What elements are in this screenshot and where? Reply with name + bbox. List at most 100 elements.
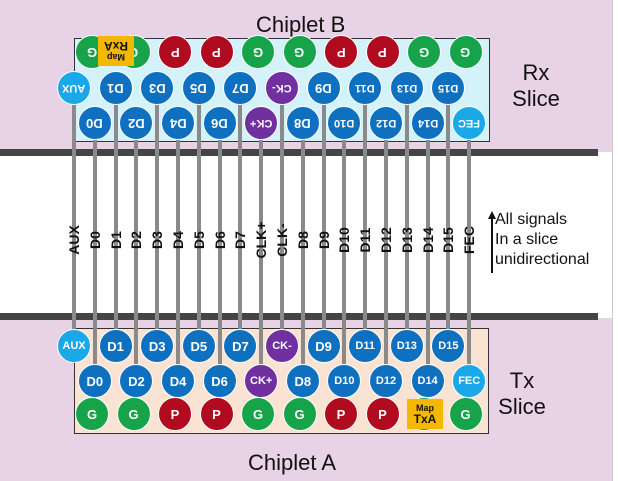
tx-d0-pin: D0: [77, 364, 112, 398]
tx-pin-label: CK-: [272, 340, 292, 352]
signal-label-d15: D15: [438, 195, 458, 285]
wire-d10: [342, 118, 347, 378]
rx-ckm-pin: CK-: [265, 71, 299, 105]
wire-d6: [217, 118, 222, 378]
rx-top-g-pin: G: [407, 35, 441, 69]
tx-d4-pin: D4: [161, 364, 195, 398]
signal-label-d0: D0: [85, 195, 105, 285]
tx-d11-pin: D11: [348, 329, 383, 363]
rx-d15-pin: D15: [431, 71, 466, 105]
rx-pin-label: D7: [232, 80, 249, 96]
signal-label-d7: D7: [230, 195, 250, 285]
tx-fec-pin: FEC: [452, 364, 487, 398]
tx-slice-label-line2: Slice: [498, 394, 546, 419]
signal-label-aux: AUX: [64, 195, 84, 285]
wire-d7: [238, 80, 243, 344]
tx-bottom-pin-label: G: [86, 406, 98, 422]
signal-label-text: D1: [107, 231, 124, 249]
signal-label-text: D12: [378, 227, 394, 253]
rx-pin-label: D14: [417, 117, 438, 129]
wire-fec: [467, 118, 472, 378]
chiplet-b-title: Chiplet B: [256, 12, 346, 37]
tx-pin-label: CK+: [250, 375, 273, 387]
wire-aux: [72, 80, 76, 344]
note-line3: unidirectional: [495, 251, 590, 268]
rx-pin-label: D5: [190, 80, 208, 96]
tx-pin-label: D10: [334, 375, 355, 387]
tx-pin-label: D8: [294, 373, 312, 389]
rx-pin-label: D12: [375, 117, 397, 129]
tx-aux-pin: AUX: [57, 329, 91, 363]
rx-d13-pin: D13: [389, 71, 424, 105]
signal-label-text: D8: [294, 231, 311, 249]
signal-label-d9: D9: [314, 195, 334, 285]
wire-clkm: [280, 80, 284, 344]
rx-top-g-pin: G: [448, 35, 483, 69]
tx-d15-pin: D15: [431, 329, 466, 363]
wire-d8: [300, 118, 305, 378]
signal-label-fec: FEC: [459, 195, 479, 285]
tx-pin-label: D0: [86, 373, 104, 389]
tx-bottom-g-pin: G: [116, 397, 151, 431]
upper-bar: [0, 149, 598, 156]
signal-label-text: D0: [86, 231, 103, 249]
rx-pin-label: FEC: [458, 117, 481, 129]
tx-bottom-g-pin: G: [282, 397, 317, 431]
rx-slice-label-line2: Slice: [512, 86, 560, 111]
map-rxa-line2: RxA: [104, 39, 129, 54]
signal-label-d3: D3: [147, 195, 167, 285]
rx-pin-label: CK+: [250, 117, 273, 129]
rx-top-pin-label: P: [336, 44, 346, 60]
map-txa-box: Map TxA: [407, 399, 443, 429]
signal-label-text: CLK-: [274, 223, 290, 257]
wire-d11: [363, 80, 368, 344]
map-rxa-line1: Map: [107, 52, 125, 63]
wire-d5: [196, 80, 201, 344]
rx-top-pin-label: G: [252, 44, 264, 60]
tx-pin-label: D4: [169, 373, 187, 389]
rx-top-pin-label: P: [378, 44, 387, 60]
tx-d3-pin: D3: [140, 329, 175, 363]
rx-d1-pin: D1: [98, 71, 133, 105]
rx-top-pin-label: G: [86, 44, 98, 60]
signal-label-text: CLK+: [253, 221, 270, 259]
rx-top-pin-label: G: [294, 44, 305, 60]
tx-pin-label: D11: [355, 340, 375, 352]
signal-label-d6: D6: [210, 195, 230, 285]
tx-pin-label: AUX: [62, 340, 86, 352]
signal-label-d2: D2: [126, 195, 146, 285]
tx-d10-pin: D10: [327, 364, 362, 398]
wire-d14: [425, 118, 430, 378]
tx-pin-label: D1: [107, 338, 124, 354]
rx-pin-label: D1: [107, 80, 124, 96]
tx-d7-pin: D7: [223, 329, 258, 363]
signal-label-d11: D11: [355, 195, 375, 285]
tx-d12-pin: D12: [369, 364, 403, 398]
tx-bottom-p-pin: P: [158, 397, 192, 431]
tx-pin-label: D6: [211, 373, 228, 389]
signal-label-d10: D10: [334, 195, 354, 285]
rx-top-g-pin: G: [241, 35, 275, 69]
tx-d14-pin: D14: [410, 364, 445, 398]
rx-top-pin-label: P: [170, 44, 180, 60]
tx-pin-label: D14: [417, 375, 438, 387]
wire-d13: [404, 80, 409, 344]
tx-d2-pin: D2: [119, 364, 154, 398]
note-line1: All signals: [495, 211, 568, 228]
signal-label-clkp: CLK+: [251, 195, 271, 285]
signal-label-d5: D5: [189, 195, 209, 285]
rx-pin-label: D10: [334, 117, 355, 129]
signal-label-text: D7: [232, 231, 249, 249]
wire-d9: [321, 80, 326, 344]
signal-label-d12: D12: [376, 195, 396, 285]
signal-label-d1: D1: [106, 195, 126, 285]
rx-top-p-pin: P: [199, 35, 234, 69]
up-arrow-icon: [488, 211, 496, 219]
rx-d10-pin: D10: [327, 106, 362, 140]
rx-top-p-pin: P: [324, 35, 358, 69]
signal-label-d13: D13: [397, 195, 417, 285]
tx-bottom-pin-label: G: [460, 406, 471, 422]
signal-label-text: D3: [149, 231, 166, 249]
tx-bottom-pin-label: P: [212, 406, 221, 422]
signal-label-text: D14: [419, 227, 436, 253]
